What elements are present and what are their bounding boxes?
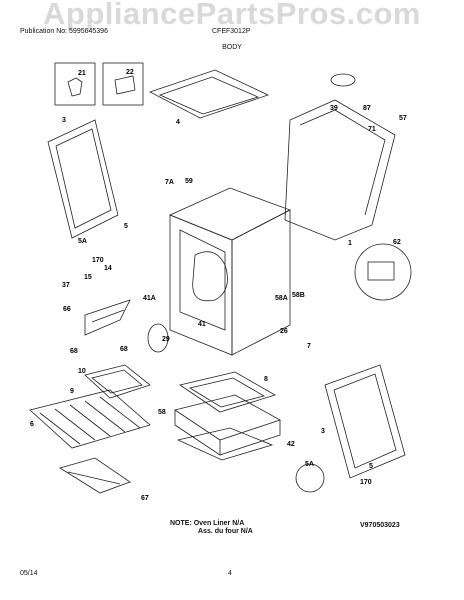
- callout-26: 26: [280, 328, 288, 335]
- callout-8: 8: [264, 376, 268, 383]
- callout-5a: 5A: [78, 238, 87, 245]
- callout-5: 5: [124, 223, 128, 230]
- top-panel-shape: [148, 69, 270, 119]
- oven-body-right: [231, 209, 291, 356]
- callout-170-right: 170: [360, 479, 372, 486]
- detail-oval-29: [147, 323, 169, 353]
- callout-57: 57: [399, 115, 407, 122]
- publication-number: Publication No: 5995645396: [20, 28, 108, 35]
- callout-7a: 7A: [165, 179, 174, 186]
- callout-21: 21: [78, 70, 86, 77]
- right-side-panel-shape: [324, 364, 406, 479]
- drawer-bottom-shape: [176, 427, 274, 461]
- left-side-panel-shape: [47, 119, 119, 239]
- part-box-22: [102, 62, 144, 106]
- note-line-1: NOTE: Oven Liner N/A: [170, 520, 245, 527]
- callout-7: 7: [307, 343, 311, 350]
- callout-6: 6: [30, 421, 34, 428]
- model-number: CFEF3012P: [212, 28, 251, 35]
- broil-element-shape: [59, 457, 131, 494]
- oven-body-left: [169, 214, 233, 356]
- footer-date: 05/14: [20, 570, 38, 577]
- callout-66: 66: [63, 306, 71, 313]
- element-39-shape: [330, 73, 356, 87]
- callout-9: 9: [70, 388, 74, 395]
- detail-circle-62: [354, 243, 412, 301]
- callout-5a-right: 5A: [305, 461, 314, 468]
- oven-body-top: [168, 187, 291, 241]
- callout-41: 41: [198, 321, 206, 328]
- note: NOTE: Oven Liner N/A Ass. du four N/A: [170, 520, 253, 536]
- callout-39: 39: [330, 105, 338, 112]
- page-number: 4: [228, 570, 232, 577]
- callout-1: 1: [348, 240, 352, 247]
- callout-22: 22: [126, 69, 134, 76]
- callout-3: 3: [62, 117, 66, 124]
- watermark: AppliancePartsPros.com: [43, 0, 421, 31]
- bracket-21-shape: [67, 77, 83, 97]
- callout-68-right: 68: [120, 346, 128, 353]
- note-line-2: Ass. du four N/A: [198, 528, 253, 535]
- callout-59: 59: [185, 178, 193, 185]
- callout-5-right: 5: [369, 463, 373, 470]
- callout-4: 4: [176, 119, 180, 126]
- callout-15: 15: [84, 274, 92, 281]
- part-box-21: [54, 62, 96, 106]
- detail-circle-5a: [295, 463, 325, 493]
- rear-panel-shape: [284, 99, 396, 241]
- bake-element-shape: [84, 299, 131, 336]
- section-title: BODY: [222, 44, 242, 51]
- oven-rack-shape: [29, 389, 151, 449]
- callout-3-right: 3: [321, 428, 325, 435]
- callout-71: 71: [368, 126, 376, 133]
- callout-58: 58: [158, 409, 166, 416]
- callout-41a: 41A: [143, 295, 156, 302]
- callout-68: 68: [70, 348, 78, 355]
- broiler-pan-shape: [84, 364, 151, 399]
- diagram-code: V970503023: [360, 522, 400, 529]
- callout-87: 87: [363, 105, 371, 112]
- callout-42: 42: [287, 441, 295, 448]
- callout-67: 67: [141, 495, 149, 502]
- callout-37: 37: [62, 282, 70, 289]
- bracket-22-shape: [114, 75, 136, 95]
- callout-58a: 58A: [275, 295, 288, 302]
- callout-58b: 58B: [292, 292, 305, 299]
- callout-29: 29: [162, 336, 170, 343]
- drawer-liner-shape: [179, 371, 276, 413]
- callout-170: 170: [92, 257, 104, 264]
- callout-10: 10: [78, 368, 86, 375]
- callout-62: 62: [393, 239, 401, 246]
- drawer-shape: [174, 394, 281, 441]
- callout-14: 14: [104, 265, 112, 272]
